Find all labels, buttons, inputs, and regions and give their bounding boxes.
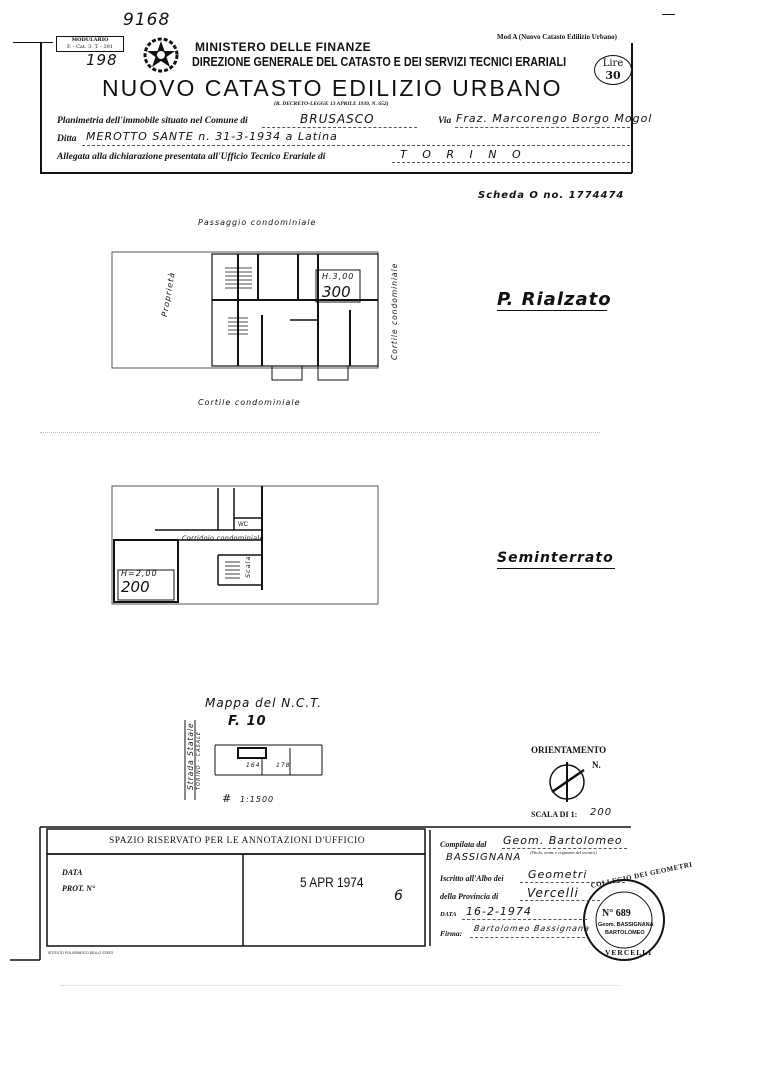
- modulario-code: F. - Cat. 3. T. - 391: [66, 44, 114, 50]
- firma-label: Firma:: [440, 929, 463, 938]
- road-sub-label: TORINO - CASALE: [196, 730, 202, 790]
- seal-number: N° 689: [602, 908, 631, 919]
- decree-ref: (R. DECRETO-LEGGE 13 APRILE 1939, N. 652…: [274, 101, 389, 107]
- main-title: NUOVO CATASTO EDILIZIO URBANO: [102, 75, 563, 101]
- allegata-label: Allegata alla dichiarazione presentata a…: [57, 152, 326, 162]
- handwritten-number-box: 198: [86, 51, 118, 69]
- scale-value: 200: [590, 807, 613, 818]
- handwritten-number-top: 9168: [123, 10, 171, 30]
- stair-label: Scala: [244, 555, 252, 578]
- seal-name1: Geom. BASSIGNANA: [598, 922, 654, 928]
- provincia-value: Vercelli: [527, 886, 579, 900]
- floor-basement-title: Seminterrato: [497, 550, 614, 566]
- scale-label: SCALA DI 1:: [531, 810, 578, 819]
- orientation-label: ORIENTAMENTO: [531, 745, 607, 755]
- planimetria-label: Planimetria dell'immobile situato nel Co…: [57, 116, 248, 126]
- seal-name2: BARTOLOMEO: [605, 930, 645, 936]
- albo-value: Geometri: [528, 868, 588, 881]
- provincia-label: della Provincia di: [440, 892, 499, 901]
- floor-raised-title: P. Rialzato: [497, 289, 612, 310]
- compiler-note: (Titolo, nome e cognome del tecnico): [530, 850, 597, 855]
- north-label: N.: [592, 760, 601, 770]
- corridor-label: Corridoio condominiale: [182, 534, 264, 542]
- map-title: Mappa del N.C.T.: [205, 696, 322, 710]
- signature-scrawl: Bartolomeo Bassignana: [473, 924, 591, 933]
- hash-icon: #: [222, 792, 233, 805]
- wc-label: WC: [238, 522, 248, 528]
- printer-note: ISTITUTO POLIGRAFICO DELLO STATO: [48, 951, 114, 955]
- via-value: Fraz. Marcorengo Borgo Mogol: [456, 112, 653, 125]
- road-label: Strada Statale: [186, 722, 195, 790]
- ditta-label: Ditta: [57, 134, 77, 144]
- stamp-lire: Lire: [602, 58, 624, 69]
- handwritten-mark: 6: [394, 888, 404, 904]
- comune-value: BRUSASCO: [300, 112, 375, 126]
- iscritto-label: Iscritto all'Albo dei: [440, 874, 504, 883]
- office-data-label: DATA: [62, 868, 83, 877]
- basement-height-value: 200: [121, 578, 150, 596]
- office-box-title: SPAZIO RISERVATO PER LE ANNOTAZIONI D'UF…: [109, 836, 366, 846]
- ufficio-value: T O R I N O: [400, 148, 527, 161]
- parcel-b: 178: [276, 762, 291, 769]
- stamp-value: 30: [605, 69, 621, 82]
- scheda-number: Scheda O no. 1774474: [478, 190, 625, 201]
- map-scale: 1:1500: [240, 795, 275, 804]
- courtyard-right-label: Cortile condominiale: [390, 262, 399, 360]
- compiler-name: Geom. Bartolomeo: [503, 834, 623, 847]
- ditta-value: MEROTTO SANTE n. 31-3-1934 a Latina: [86, 130, 338, 143]
- republic-emblem-icon: [142, 36, 180, 74]
- ministry-title: MINISTERO DELLE FINANZE: [195, 40, 372, 54]
- modulario-label: MODULARIO: [71, 37, 109, 43]
- courtyard-bottom-label: Cortile condominiale: [198, 398, 301, 407]
- seal-ring-bottom: VERCELLI: [605, 948, 653, 957]
- modulario-box: MODULARIO F. - Cat. 3. T. - 391: [56, 36, 124, 52]
- signature-date-label: DATA: [440, 911, 457, 918]
- signature-date: 16-2-1974: [466, 905, 532, 918]
- compilata-label: Compilata dal: [440, 840, 487, 849]
- date-stamp: 5 APR 1974: [300, 874, 364, 890]
- raised-height-label: H.3,00: [322, 272, 355, 281]
- direction-title: DIREZIONE GENERALE DEL CATASTO E DEI SER…: [192, 55, 567, 69]
- compiler-surname: BASSIGNANA: [446, 852, 522, 863]
- parcel-a: 164: [246, 762, 261, 769]
- map-sheet: F. 10: [228, 714, 267, 729]
- office-prot-label: PROT. N°: [62, 884, 96, 893]
- raised-height-value: 300: [322, 283, 351, 301]
- passage-label: Passaggio condominiale: [198, 218, 317, 227]
- model-label: Mod A (Nuovo Catasto Edilizio Urbano): [497, 33, 617, 41]
- via-label: Via: [438, 116, 452, 126]
- basement-height-label: H=2,00: [121, 569, 158, 578]
